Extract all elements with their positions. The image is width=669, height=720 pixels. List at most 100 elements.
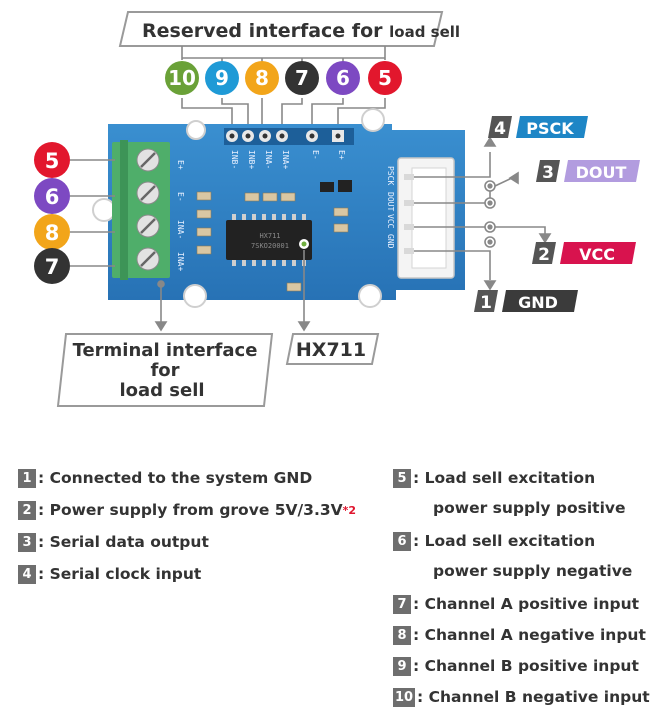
reserved-interface-callout: Reserved interface for load sell (118, 11, 460, 47)
svg-text:HX711: HX711 (259, 232, 280, 240)
legend-text: : Channel A positive input (413, 595, 640, 613)
legend-num: 5 (393, 468, 411, 488)
legend-text: : Serial clock input (38, 565, 202, 583)
top-pin-5: 5 (368, 61, 402, 95)
legend-num: 6 (393, 531, 411, 551)
legend-text: : Load sell excitation (413, 469, 596, 487)
terminal-label-line1: Terminal interface (73, 340, 258, 361)
legend-num: 3 (18, 532, 36, 552)
svg-text:6: 6 (45, 185, 60, 209)
left-pin-5: 5 (34, 142, 70, 178)
svg-text:3: 3 (542, 163, 554, 183)
legend-item-5-cont: power supply positive (433, 499, 626, 517)
legend-item-7: 7 : Channel A positive input (393, 591, 639, 617)
top-pin-9: 9 (205, 61, 239, 95)
legend-num: 7 (393, 594, 411, 614)
svg-text:7SKO20001: 7SKO20001 (251, 242, 289, 250)
svg-text:GND: GND (518, 293, 558, 312)
legend-text: : Channel B positive input (413, 657, 639, 675)
silk-inb-plus: INB+ (247, 150, 256, 169)
top-pin-10: 10 (165, 61, 199, 95)
legend-text: : Channel B negative input (417, 688, 650, 706)
silk-psck: PSCK (386, 166, 395, 185)
grove-connector (397, 157, 455, 279)
svg-text:5: 5 (45, 149, 60, 173)
terminal-label-line2: for (150, 360, 179, 381)
svg-text:7: 7 (45, 255, 60, 279)
legend-num: 10 (393, 687, 415, 707)
legend-num: 9 (393, 656, 411, 676)
legend-item-6: 6 : Load sell excitation (393, 528, 595, 554)
top-pins: 10 9 8 7 6 5 (165, 61, 402, 95)
legend-text: : Power supply from grove 5V/3.3V (38, 501, 343, 519)
legend-item-2: 2 : Power supply from grove 5V/3.3V *2 (18, 497, 356, 523)
svg-text:Reserved interface for l: Reserved interface for load sell (142, 20, 460, 42)
legend-text: : Serial data output (38, 533, 209, 551)
left-pins: 5 6 8 7 (34, 142, 70, 284)
legend-item-1: 1 : Connected to the system GND (18, 465, 312, 491)
reserved-title: Reserved interface for (142, 20, 383, 42)
silk-side-ina-plus: INA+ (176, 252, 185, 271)
hx711-chip: HX711 7SKO20001 (226, 214, 312, 266)
reserved-title-suffix: load sell (389, 23, 460, 41)
svg-text:4: 4 (494, 119, 506, 139)
legend-item-10: 10 : Channel B negative input (393, 684, 650, 710)
right-pin-gnd: 1 GND (474, 290, 578, 313)
svg-text:9: 9 (215, 66, 229, 90)
grove-board: INB- INB+ INA- INA+ E- E+ E+ E- INA- INA… (92, 108, 465, 308)
left-pin-7: 7 (34, 248, 70, 284)
svg-text:8: 8 (255, 66, 269, 90)
hx711-label: HX711 (296, 339, 366, 361)
svg-text:VCC: VCC (579, 245, 615, 264)
legend-num: 4 (18, 564, 36, 584)
legend-text: : Channel A negative input (413, 626, 646, 644)
silk-dout: DOUT (386, 192, 395, 211)
svg-text:DOUT: DOUT (576, 163, 627, 182)
footnote-marker: *2 (342, 503, 357, 517)
silk-side-ina-minus: INA- (176, 220, 185, 239)
legend-num: 2 (18, 500, 36, 520)
silk-side-e-plus: E+ (176, 160, 185, 170)
svg-text:7: 7 (295, 66, 309, 90)
right-pin-vcc: 2 VCC (532, 242, 636, 265)
top-pin-7: 7 (285, 61, 319, 95)
legend-text: : Load sell excitation (413, 532, 596, 550)
silk-ina-minus: INA- (264, 150, 273, 169)
top-pin-8: 8 (245, 61, 279, 95)
silk-inb-minus: INB- (230, 150, 239, 169)
svg-text:1: 1 (480, 293, 492, 313)
svg-text:10: 10 (168, 66, 196, 90)
terminal-label-line3: load sell (119, 380, 204, 401)
right-pin-connectors (414, 136, 552, 291)
silk-e-minus: E- (311, 150, 320, 160)
legend-num: 8 (393, 625, 411, 645)
svg-text:6: 6 (336, 66, 350, 90)
legend-item-5: 5 : Load sell excitation (393, 465, 595, 491)
terminal-interface-callout: Terminal interface for load sell (56, 333, 274, 407)
legend-item-8: 8 : Channel A negative input (393, 622, 646, 648)
svg-text:PSCK: PSCK (526, 119, 574, 138)
svg-text:5: 5 (378, 66, 392, 90)
silk-side-e-minus: E- (176, 192, 185, 202)
right-pin-psck: 4 PSCK (488, 116, 588, 139)
legend-item-6-cont: power supply negative (433, 562, 633, 580)
left-pin-6: 6 (34, 178, 70, 214)
legend-item-9: 9 : Channel B positive input (393, 653, 639, 679)
silk-vcc: VCC (386, 214, 395, 229)
silk-gnd: GND (386, 234, 395, 249)
hx711-diagram: Reserved interface for load sell 10 9 (34, 11, 640, 407)
silk-e-plus: E+ (337, 150, 346, 160)
hx711-callout: HX711 (285, 333, 380, 365)
svg-text:2: 2 (538, 245, 550, 265)
legend-item-4: 4 : Serial clock input (18, 561, 201, 587)
top-pin-6: 6 (326, 61, 360, 95)
legend-num: 1 (18, 468, 36, 488)
legend-item-3: 3 : Serial data output (18, 529, 209, 555)
right-pin-dout: 3 DOUT (536, 160, 640, 183)
legend-text: : Connected to the system GND (38, 469, 313, 487)
top-header-pads (224, 128, 354, 145)
silk-ina-plus: INA+ (281, 150, 290, 169)
terminal-block (112, 140, 170, 280)
svg-text:8: 8 (45, 221, 60, 245)
left-pin-8: 8 (34, 214, 70, 250)
